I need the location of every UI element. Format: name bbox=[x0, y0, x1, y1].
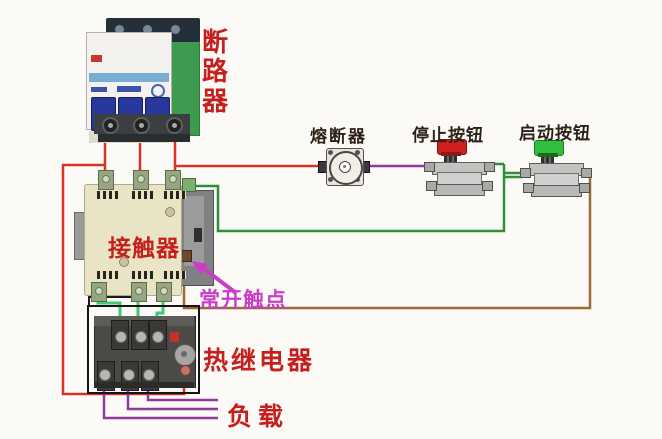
breaker-rating-mark bbox=[91, 87, 107, 92]
breaker-terminal bbox=[166, 117, 183, 134]
fuse bbox=[316, 146, 370, 188]
contactor-body: 接触器 bbox=[84, 184, 186, 296]
relay-screw-top bbox=[152, 331, 164, 343]
fuse-label: 熔断器 bbox=[310, 127, 367, 146]
stop-button-stem bbox=[444, 156, 457, 163]
contactor-label: 接触器 bbox=[108, 235, 180, 261]
thermal-relay bbox=[85, 303, 203, 403]
wire-junction-to-contactor-aux bbox=[190, 164, 506, 233]
load-label: 负载 bbox=[227, 403, 290, 431]
contactor-vent bbox=[164, 191, 186, 199]
pointer-arrow-line bbox=[201, 266, 238, 295]
contactor-terminal-top bbox=[165, 170, 181, 190]
stop-button-foot bbox=[426, 181, 437, 191]
contactor-terminal-bottom bbox=[131, 282, 147, 302]
start-button-stem bbox=[541, 157, 554, 164]
contactor: 接触器 bbox=[74, 170, 224, 302]
start-button-label: 启动按钮 bbox=[519, 124, 591, 143]
start-button-foot bbox=[579, 183, 590, 193]
fuse-cap-ring bbox=[329, 151, 363, 185]
breaker-terminal bbox=[102, 117, 119, 134]
relay-aux-terminal bbox=[180, 365, 191, 376]
breaker-label: 断路器 bbox=[202, 27, 231, 116]
breaker-rating-mark bbox=[117, 86, 141, 92]
start-button-foot bbox=[523, 183, 534, 193]
contactor-vent bbox=[164, 271, 186, 279]
start-pushbutton bbox=[515, 137, 593, 197]
relay-base bbox=[94, 382, 194, 388]
normally-open-contact-label: 常开触点 bbox=[199, 289, 287, 312]
contactor-aux-terminal-top bbox=[182, 178, 196, 192]
start-button-terminal-right bbox=[581, 168, 592, 178]
contactor-terminal-top bbox=[133, 170, 149, 190]
contactor-vent bbox=[132, 191, 154, 199]
contactor-vent bbox=[97, 191, 119, 199]
breaker-top-screw bbox=[170, 24, 181, 35]
pointer-arrow-head bbox=[192, 261, 208, 275]
stop-button-terminal-right bbox=[484, 162, 495, 172]
fuse-flange-screw bbox=[328, 177, 333, 182]
relay-reset-button bbox=[170, 332, 179, 342]
start-button-terminal-left bbox=[520, 168, 531, 178]
stop-button-foot bbox=[482, 181, 493, 191]
relay-screw-bottom bbox=[99, 369, 111, 381]
start-button-lip bbox=[538, 153, 558, 157]
contactor-vent bbox=[132, 271, 154, 279]
contactor-aux-slot bbox=[194, 228, 202, 242]
fuse-flange-screw bbox=[328, 150, 333, 155]
breaker-bottom-strip bbox=[98, 134, 190, 142]
fuse-cap-center bbox=[343, 165, 346, 168]
stop-button-label: 停止按钮 bbox=[412, 126, 484, 145]
fuse-flange-screw bbox=[355, 150, 360, 155]
breaker-logo bbox=[91, 55, 102, 62]
wire-load-3 bbox=[102, 378, 218, 420]
circuit-breaker bbox=[86, 18, 200, 143]
contactor-terminal-top bbox=[98, 170, 114, 190]
contactor-vent bbox=[97, 271, 119, 279]
contactor-terminal-bottom bbox=[156, 282, 172, 302]
relay-screw-bottom bbox=[143, 369, 155, 381]
breaker-label-strip bbox=[89, 73, 169, 82]
contactor-screw bbox=[165, 207, 175, 217]
relay-mounting-frame bbox=[87, 305, 200, 394]
thermal-relay-label: 热继电器 bbox=[203, 347, 316, 375]
relay-screw-bottom bbox=[123, 369, 135, 381]
stop-pushbutton bbox=[420, 136, 498, 196]
relay-screw-top bbox=[115, 331, 127, 343]
contactor-screw bbox=[119, 257, 129, 267]
relay-screw-top bbox=[135, 331, 147, 343]
stop-button-lip bbox=[441, 152, 461, 156]
breaker-terminal bbox=[133, 117, 150, 134]
stop-button-terminal-left bbox=[424, 162, 435, 172]
contactor-terminal-bottom bbox=[91, 282, 107, 302]
